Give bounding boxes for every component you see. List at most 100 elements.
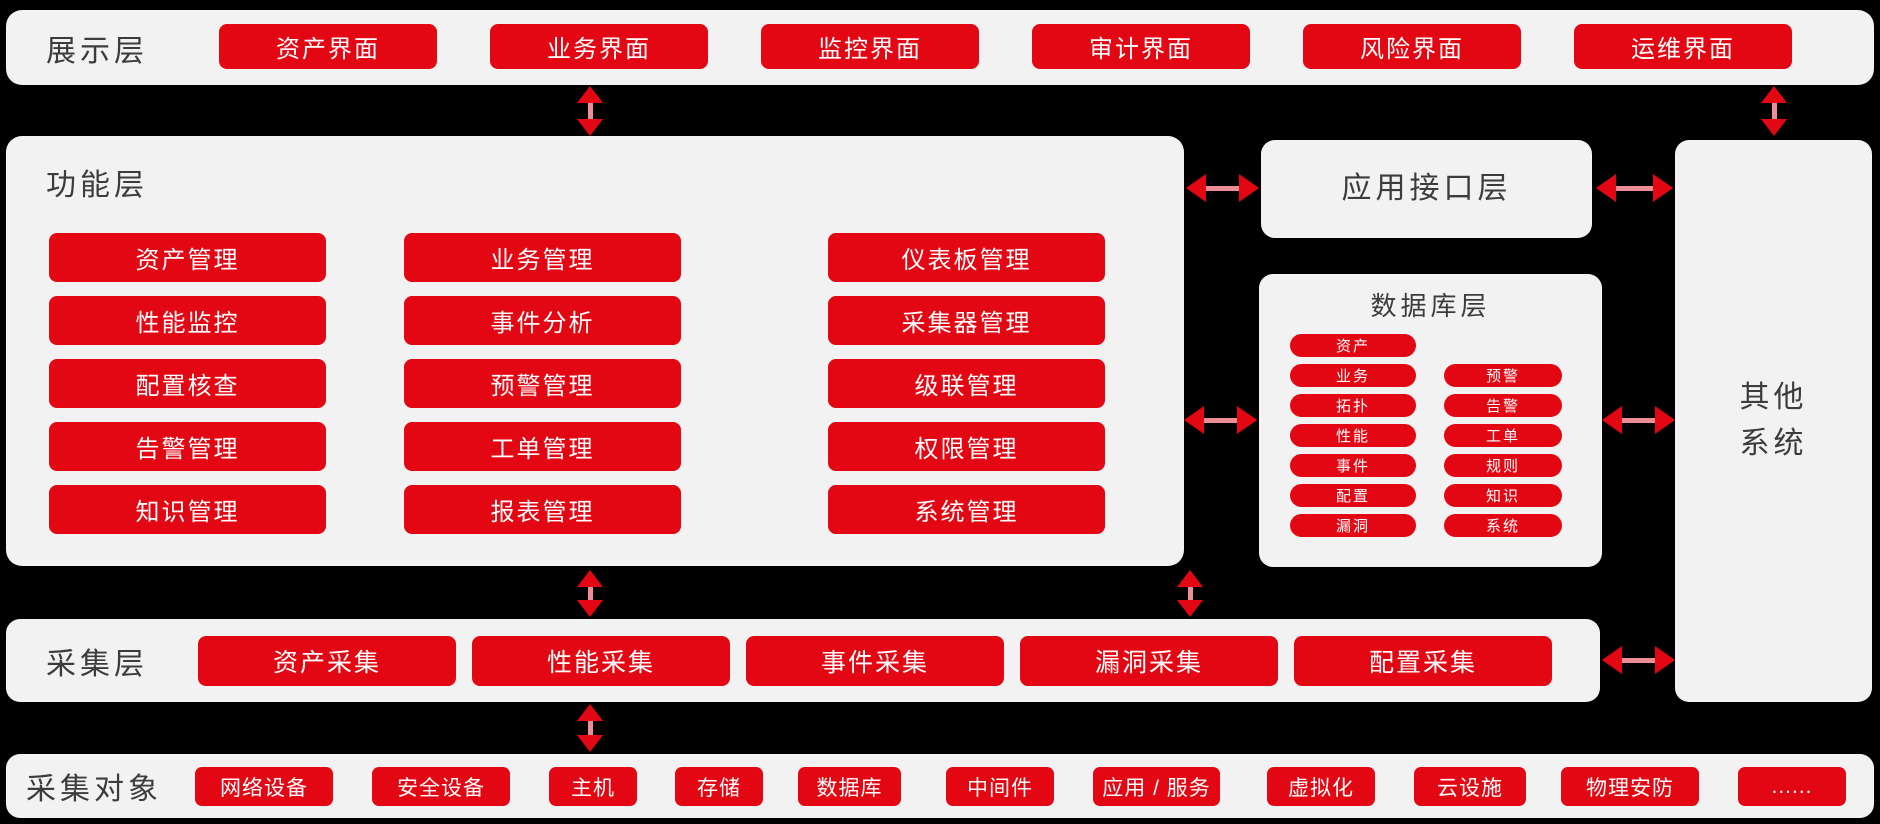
arrow-head-icon [577, 600, 603, 617]
arrow-presentation-function [577, 86, 603, 136]
block-config-collect: 配置采集 [1294, 636, 1552, 686]
block-asset-collect: 资产采集 [198, 636, 456, 686]
arrow-head-icon [577, 86, 603, 103]
block-alarm-mgmt: 告警管理 [49, 422, 326, 471]
arrow-line [1622, 417, 1655, 423]
block-storage: 存储 [675, 767, 763, 806]
collection-layer-label: 采集层 [46, 647, 148, 681]
arrow-line [587, 721, 593, 735]
block-audit-ui: 审计界面 [1032, 24, 1250, 69]
arrow-function-collection [577, 570, 603, 617]
block-prewarning-mgmt: 预警管理 [404, 359, 681, 408]
pill-db-config: 配置 [1290, 484, 1416, 507]
block-asset-mgmt: 资产管理 [49, 233, 326, 282]
block-event-analysis: 事件分析 [404, 296, 681, 345]
arrow-head-icon [577, 119, 603, 136]
block-more-ellipsis: ...... [1738, 767, 1846, 806]
block-knowledge-mgmt: 知识管理 [49, 485, 326, 534]
collection-objects-label: 采集对象 [26, 773, 162, 806]
presentation-layer-panel: 展示层 资产界面 业务界面 监控界面 审计界面 风险界面 运维界面 [6, 10, 1874, 85]
block-permission-mgmt: 权限管理 [828, 422, 1105, 471]
arrow-line [1771, 103, 1777, 119]
arrow-line [1204, 417, 1237, 423]
block-network-device: 网络设备 [195, 767, 333, 806]
arrow-head-icon [1184, 406, 1204, 434]
pill-db-topology: 拓扑 [1290, 394, 1416, 417]
block-ticket-mgmt: 工单管理 [404, 422, 681, 471]
arrow-database-other-systems [1602, 406, 1675, 434]
block-collector-mgmt: 采集器管理 [828, 296, 1105, 345]
collection-layer-panel: 采集层 资产采集 性能采集 事件采集 漏洞采集 配置采集 [6, 619, 1600, 702]
block-cascade-mgmt: 级联管理 [828, 359, 1105, 408]
block-physical-security: 物理安防 [1561, 767, 1699, 806]
arrow-function-database [1184, 406, 1257, 434]
arrow-function-api [1186, 174, 1259, 202]
pill-db-system: 系统 [1444, 514, 1562, 537]
block-app-service: 应用 / 服务 [1093, 767, 1220, 806]
pill-db-rule: 规则 [1444, 454, 1562, 477]
collection-objects-panel: 采集对象 网络设备 安全设备 主机 存储 数据库 中间件 应用 / 服务 虚拟化… [6, 754, 1874, 818]
pill-db-ticket: 工单 [1444, 424, 1562, 447]
arrow-head-icon [577, 704, 603, 721]
arrow-head-icon [1761, 86, 1787, 103]
block-performance-monitor: 性能监控 [49, 296, 326, 345]
arrow-api-other-systems [1596, 174, 1673, 202]
database-layer-label: 数据库层 [1370, 291, 1491, 321]
pill-db-vulnerability: 漏洞 [1290, 514, 1416, 537]
pill-db-alarm: 告警 [1444, 394, 1562, 417]
api-layer-label-text: 应用接口层 [1341, 171, 1512, 205]
arrow-collection-other-systems [1602, 646, 1675, 674]
arrow-collection-objects [577, 704, 603, 752]
arrow-head-icon [1655, 646, 1675, 674]
block-report-mgmt: 报表管理 [404, 485, 681, 534]
arrow-database-collection [1177, 570, 1203, 617]
function-layer-label: 功能层 [46, 169, 148, 202]
arrow-line [1206, 185, 1239, 191]
block-ops-ui: 运维界面 [1574, 24, 1792, 69]
pill-db-performance: 性能 [1290, 424, 1416, 447]
pill-db-prewarning: 预警 [1444, 364, 1562, 387]
database-layer-panel: 数据库层 资产 业务 拓扑 性能 事件 配置 漏洞 预警 告警 工单 规则 知识… [1259, 274, 1602, 567]
block-security-device: 安全设备 [372, 767, 510, 806]
arrow-presentation-other-systems [1761, 86, 1787, 136]
api-layer-label: 应用接口层 [1261, 140, 1592, 238]
block-cloud-facility: 云设施 [1414, 767, 1526, 806]
arrow-head-icon [1602, 406, 1622, 434]
arrow-line [1616, 185, 1653, 191]
arrow-head-icon [1177, 570, 1203, 587]
other-systems-line1: 其他 [1739, 380, 1808, 414]
pill-db-asset: 资产 [1290, 334, 1416, 357]
block-middleware: 中间件 [946, 767, 1054, 806]
block-business-mgmt: 业务管理 [404, 233, 681, 282]
block-host: 主机 [549, 767, 637, 806]
pill-db-knowledge: 知识 [1444, 484, 1562, 507]
other-systems-panel: 其他 系统 [1675, 140, 1872, 702]
other-systems-line2: 系统 [1739, 427, 1808, 460]
arrow-head-icon [1186, 174, 1206, 202]
arrow-line [1622, 657, 1655, 663]
arrow-head-icon [1239, 174, 1259, 202]
block-event-collect: 事件采集 [746, 636, 1004, 686]
block-risk-ui: 风险界面 [1303, 24, 1521, 69]
arrow-line [587, 103, 593, 119]
block-vulnerability-collect: 漏洞采集 [1020, 636, 1278, 686]
block-business-ui: 业务界面 [490, 24, 708, 69]
block-dashboard-mgmt: 仪表板管理 [828, 233, 1105, 282]
arrow-head-icon [577, 570, 603, 587]
presentation-layer-label: 展示层 [46, 34, 148, 68]
arrow-line [1187, 587, 1193, 600]
arrow-head-icon [1237, 406, 1257, 434]
block-performance-collect: 性能采集 [472, 636, 730, 686]
block-asset-ui: 资产界面 [219, 24, 437, 69]
arrow-head-icon [1596, 174, 1616, 202]
function-layer-panel: 功能层 资产管理 性能监控 配置核查 告警管理 知识管理 业务管理 事件分析 预… [6, 136, 1184, 566]
block-virtualization: 虚拟化 [1267, 767, 1375, 806]
pill-db-event: 事件 [1290, 454, 1416, 477]
arrow-head-icon [1761, 119, 1787, 136]
arrow-head-icon [577, 735, 603, 752]
other-systems-label: 其他 系统 [1675, 140, 1872, 702]
pill-db-business: 业务 [1290, 364, 1416, 387]
arrow-head-icon [1602, 646, 1622, 674]
block-monitoring-ui: 监控界面 [761, 24, 979, 69]
